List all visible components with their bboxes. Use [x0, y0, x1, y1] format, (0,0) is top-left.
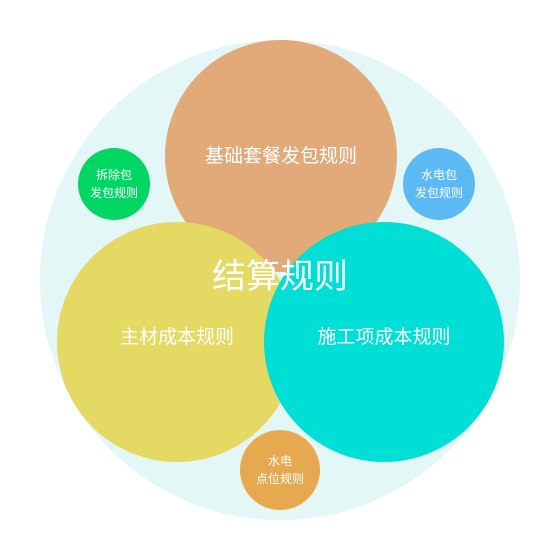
small-right-label-line1: 水电包: [420, 168, 457, 182]
small-bottom-circle: [240, 430, 320, 510]
left-circle: [57, 222, 297, 462]
small-left-circle: [78, 148, 150, 220]
top-circle-label: 基础套餐发包规则: [204, 145, 357, 167]
small-left-label: 拆除包 发包规则: [78, 166, 150, 202]
small-bottom-label-line2: 点位规则: [255, 472, 304, 486]
left-circle-label: 主材成本规则: [119, 326, 234, 348]
small-bottom-label: 水电 点位规则: [240, 452, 320, 488]
right-circle-label: 施工项成本规则: [317, 326, 451, 348]
small-right-label: 水电包 发包规则: [403, 166, 475, 202]
right-circle: [264, 222, 504, 462]
small-bottom-label-line1: 水电: [267, 454, 292, 468]
small-left-label-line2: 发包规则: [89, 186, 138, 200]
small-left-label-line1: 拆除包: [95, 168, 132, 182]
center-title: 结算规则: [212, 257, 348, 297]
small-right-circle: [403, 148, 475, 220]
small-right-label-line2: 发包规则: [414, 186, 463, 200]
